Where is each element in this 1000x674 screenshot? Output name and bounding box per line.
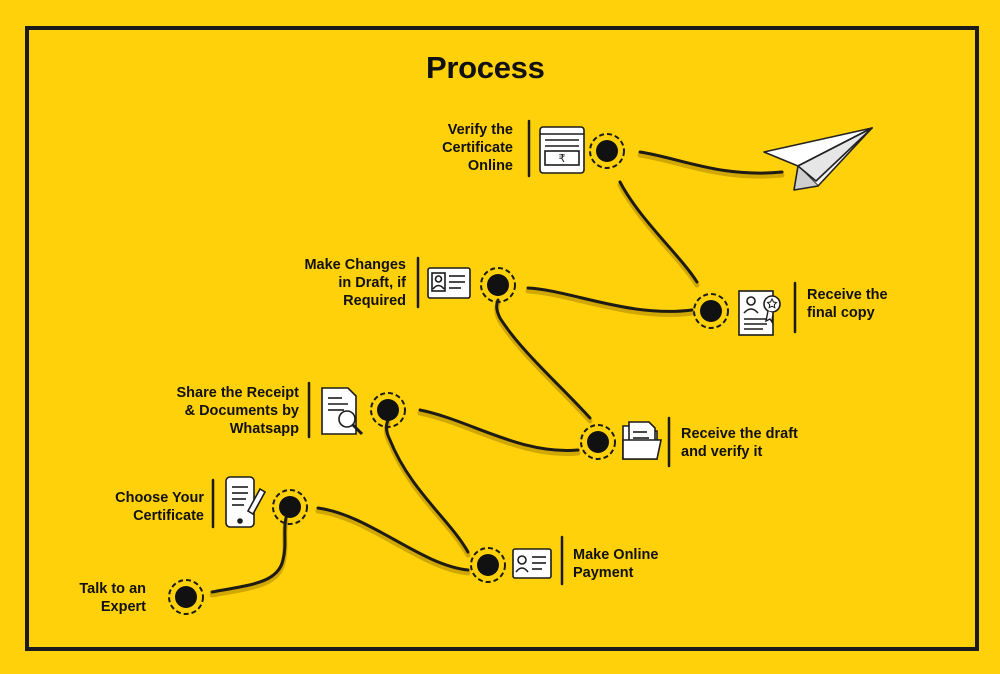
node-talk-to-expert bbox=[168, 579, 204, 615]
step-label-make-changes: Make Changes in Draft, if Required bbox=[304, 257, 406, 309]
receipt-rupee-icon: ₹ bbox=[539, 126, 585, 174]
node-choose-certificate bbox=[272, 489, 308, 525]
node-share-receipt bbox=[370, 392, 406, 428]
id-card-icon bbox=[512, 548, 552, 579]
step-label-choose-certificate: Choose Your Certificate bbox=[115, 490, 204, 524]
diagram-frame bbox=[25, 26, 979, 651]
profile-card-icon bbox=[427, 267, 471, 299]
step-label-share-receipt: Share the Receipt & Documents by Whatsap… bbox=[176, 385, 300, 437]
node-make-changes bbox=[480, 267, 516, 303]
step-label-final-copy: Receive the final copy bbox=[807, 287, 888, 321]
document-search-icon bbox=[321, 387, 364, 436]
step-label-verify-online: Verify the Certificate Online bbox=[442, 122, 513, 174]
certificate-award-icon bbox=[738, 290, 781, 336]
node-final-copy bbox=[693, 293, 729, 329]
paper-plane-icon bbox=[763, 127, 873, 191]
node-markers bbox=[168, 133, 729, 615]
step-label-talk-to-expert: Talk to an Expert bbox=[79, 581, 146, 615]
folder-document-icon bbox=[622, 421, 662, 460]
page-title: Process bbox=[426, 50, 545, 85]
label-separators bbox=[211, 119, 797, 586]
step-label-receive-draft: Receive the draft and verify it bbox=[681, 426, 798, 460]
certificate-form-pen-icon bbox=[225, 476, 267, 528]
svg-text:₹: ₹ bbox=[559, 152, 566, 165]
step-label-online-payment: Make Online Payment bbox=[573, 547, 659, 581]
node-verify-online bbox=[589, 133, 625, 169]
node-receive-draft bbox=[580, 424, 616, 460]
node-online-payment bbox=[470, 547, 506, 583]
